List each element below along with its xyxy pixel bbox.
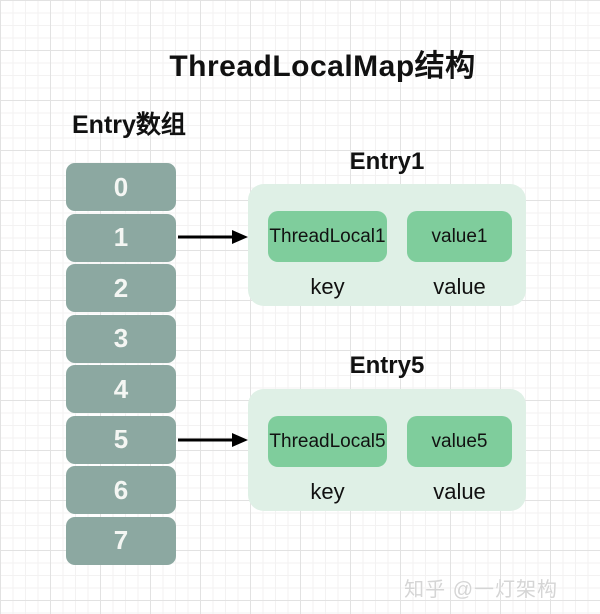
array-cell-2: 2 xyxy=(66,264,176,312)
entry-array-label: Entry数组 xyxy=(72,111,186,139)
entry5-key-label: key xyxy=(310,479,345,504)
array-cell-0: 0 xyxy=(66,163,176,211)
zhihu-watermark: 知乎 @一灯架构 xyxy=(404,579,558,601)
array-cell-3: 3 xyxy=(66,314,176,363)
array-cell-5: 5 xyxy=(66,415,176,464)
entry1-key-label: key xyxy=(310,274,345,299)
entry1-value-box: value1 xyxy=(407,211,512,262)
entry1-container: ThreadLocal1 value1 key value xyxy=(248,184,526,306)
arrow-cell1-to-entry1-icon xyxy=(178,230,248,244)
entry5-value-box: value5 xyxy=(407,416,512,467)
array-cell-6: 6 xyxy=(66,466,176,514)
array-cell-4: 4 xyxy=(66,365,176,413)
arrow-cell5-to-entry5-icon xyxy=(178,433,248,447)
entry5-title: Entry5 xyxy=(349,352,425,379)
entry1-title: Entry1 xyxy=(349,148,425,175)
diagram-title: ThreadLocalMap结构 xyxy=(169,50,476,83)
entry5-value-label: value xyxy=(433,479,486,504)
entry5-container: ThreadLocal5 value5 key value xyxy=(248,389,526,511)
array-cell-7: 7 xyxy=(66,516,176,565)
entry5-key-box: ThreadLocal5 xyxy=(268,416,387,467)
entry1-key-box: ThreadLocal1 xyxy=(268,211,387,262)
array-cell-1: 1 xyxy=(66,213,176,262)
entry-array-column: 0 1 2 3 4 5 6 7 xyxy=(66,163,176,565)
entry1-value-label: value xyxy=(433,274,486,299)
